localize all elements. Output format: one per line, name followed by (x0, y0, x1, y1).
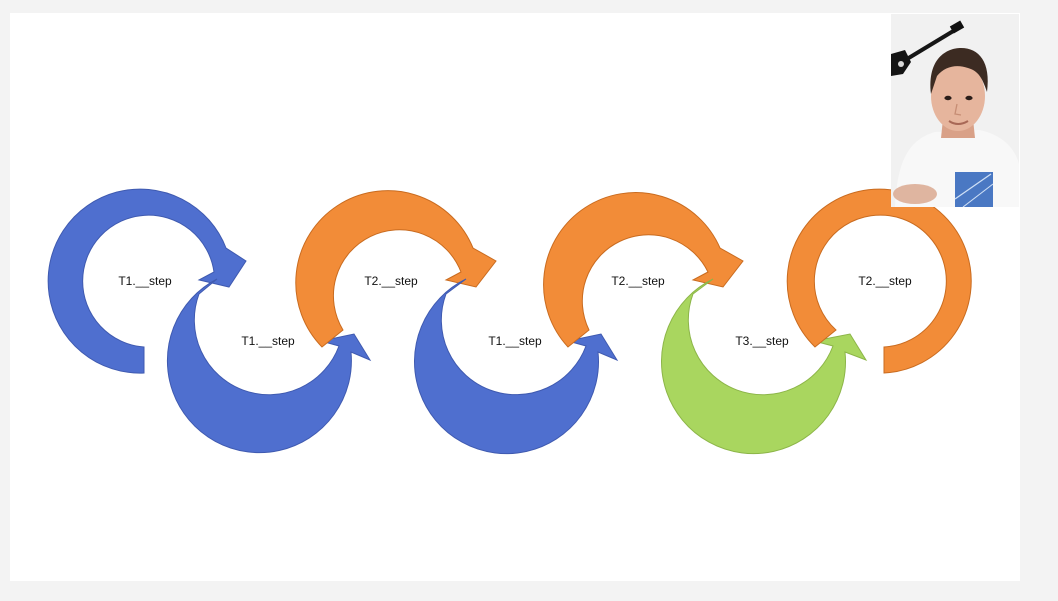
cycle-label-7: T2.__step (858, 274, 912, 288)
presenter-image (891, 14, 1019, 207)
cycle-arrow-1-shape (47, 188, 247, 374)
presenter-face (931, 61, 985, 131)
cycle-arrow-3-shape (295, 190, 497, 348)
cycle-label-1: T1.__step (118, 274, 172, 288)
cycle-label-4: T1.__step (488, 334, 542, 348)
cycle-arrow-4-shape (414, 278, 619, 455)
cycle-arrow-1: T1.__step (47, 188, 247, 374)
cycle-label-6: T3.__step (735, 334, 789, 348)
cycle-arrow-6: T3.__step (661, 278, 868, 455)
cycle-label-5: T2.__step (611, 274, 665, 288)
presenter-hair (930, 48, 988, 94)
cycle-arrow-7: T2.__step (786, 188, 972, 374)
cycle-label-2: T1.__step (241, 334, 295, 348)
slide (10, 13, 1020, 581)
cycle-arrow-2: T1.__step (166, 278, 372, 454)
cycle-arrow-7-shape (786, 188, 972, 374)
cycle-label-3: T2.__step (364, 274, 418, 288)
cycle-arrow-4: T1.__step (414, 278, 619, 455)
guitar-image (891, 20, 965, 76)
cycle-arrow-5-shape (543, 192, 744, 348)
cycle-arrow-3: T2.__step (295, 190, 497, 348)
cycle-arrow-5: T2.__step (543, 192, 744, 348)
cycle-arrow-2-shape (166, 278, 372, 454)
presenter-webcam (891, 14, 1019, 207)
cycle-arrow-6-shape (661, 278, 868, 455)
